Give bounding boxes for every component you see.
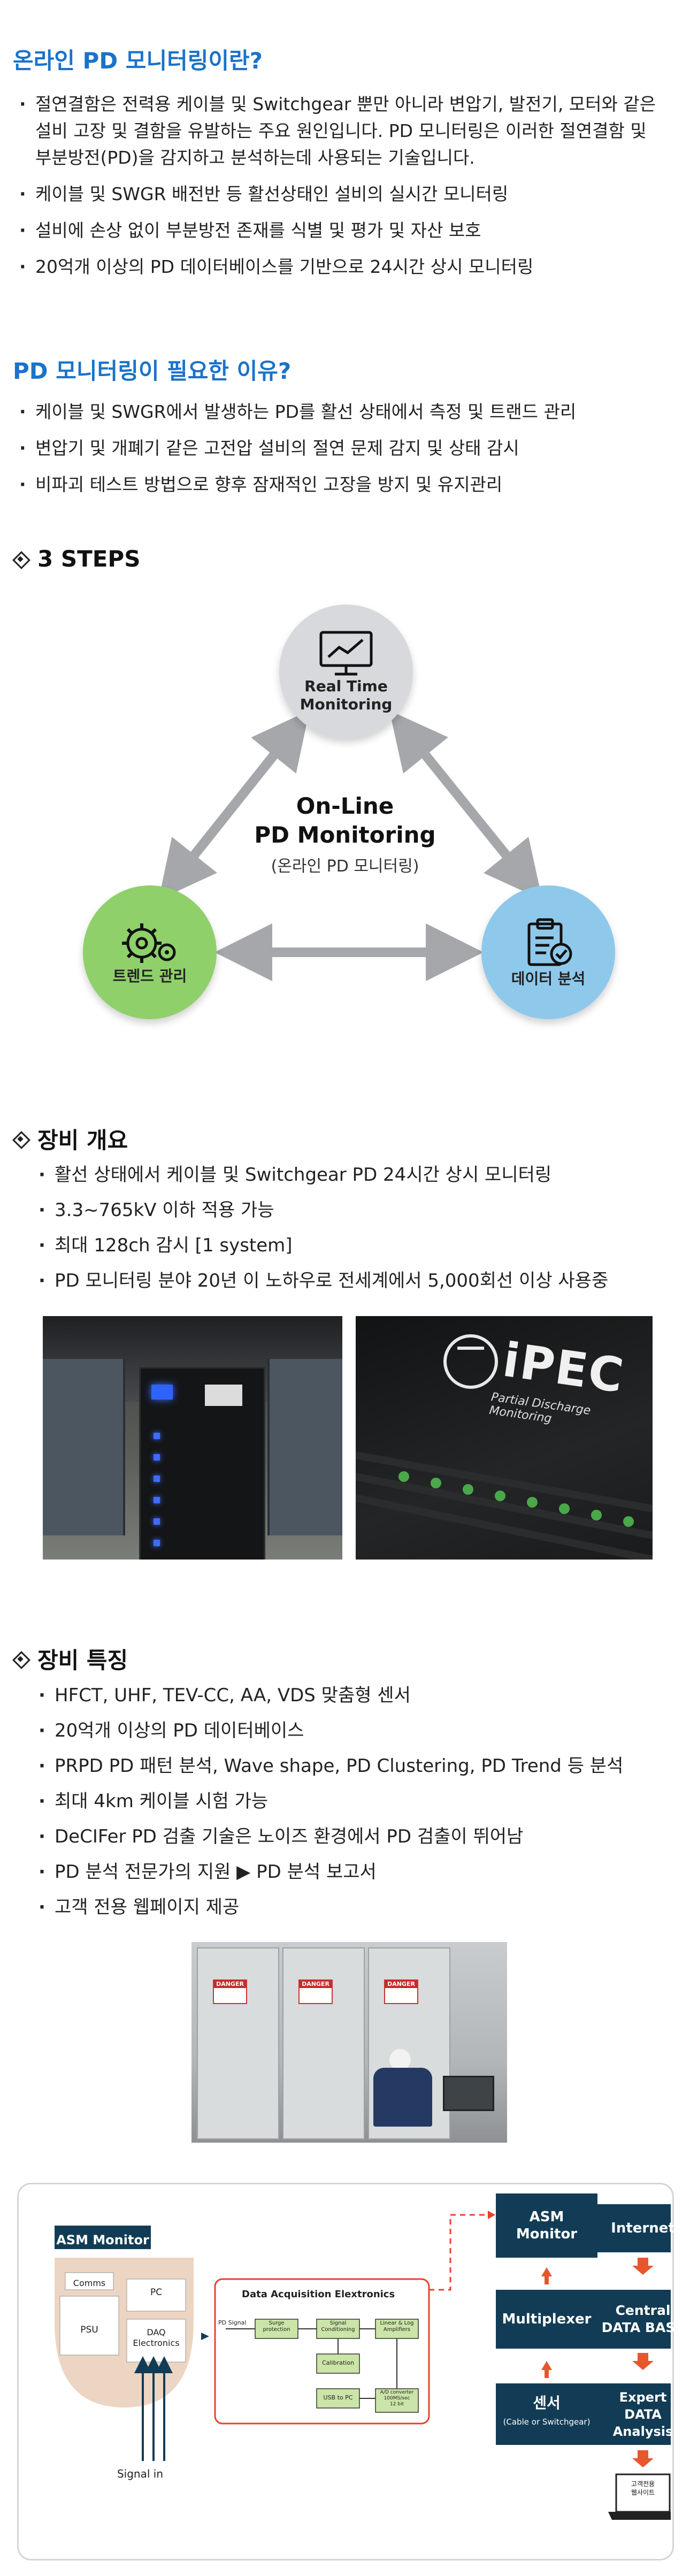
danger-sign: DANGER [385,1981,417,1988]
sensor-sub-label: (Cable or Switchgear) [503,2417,591,2427]
section2-bullet-list: 케이블 및 SWGR에서 발생하는 PD를 활선 상태에서 측정 및 트랜드 관… [19,399,677,508]
technician-helmet [389,2049,411,2070]
features-heading: 장비 특징 [13,1642,128,1675]
features-bullet-list: HFCT, UHF, TEV-CC, AA, VDS 맞춤형 센서 20억개 이… [39,1683,680,1930]
center-subtitle: (온라인 PD 모니터링) [271,857,419,876]
overview-bullet-list: 활선 상태에서 케이블 및 Switchgear PD 24시간 상시 모니터링… [39,1162,680,1303]
signal-conditioning-label: Signal Conditioning [321,2320,355,2333]
daq-box [214,2278,430,2425]
overview-heading-text: 장비 개요 [37,1127,128,1153]
panel-sensor: 센서 (Cable or Switchgear) [496,2391,597,2427]
danger-sign: DANGER [300,1981,332,1988]
photo-ipec-cables: iPEC Partial Discharge Monitoring [356,1316,653,1560]
usb-to-pc-label: USB to PC [323,2394,353,2401]
panel-central-database: Central DATA BASE [601,2303,685,2335]
comms-label: Comms [73,2278,106,2288]
step-data-analysis: 데이터 분석 [481,885,615,1019]
list-item: PD 분석 전문가의 지원 ▶ PD 분석 보고서 [39,1859,680,1885]
list-item: 비파괴 테스트 방법으로 향후 잠재적인 고장을 방지 및 유지관리 [19,471,677,498]
list-item: 최대 128ch 감시 [1 system] [39,1233,680,1258]
step-label: 데이터 분석 [511,970,586,988]
signal-in-label: Signal in [117,2467,164,2480]
system-diagram [55,2193,671,2520]
list-item: PD 모니터링 분야 20년 이 노하우로 전세계에서 5,000회선 이상 사… [39,1268,680,1294]
list-item: HFCT, UHF, TEV-CC, AA, VDS 맞춤형 센서 [39,1683,680,1708]
amplifiers-label: Linear & Log Amplifiers [380,2320,414,2333]
list-item: PRPD PD 패턴 분석, Wave shape, PD Clustering… [39,1753,680,1779]
asm-monitor-title-bar [55,2226,151,2249]
pd-signal-label: PD Signal [218,2319,247,2326]
list-item: 활선 상태에서 케이블 및 Switchgear PD 24시간 상시 모니터링 [39,1162,680,1188]
pc-label: PC [150,2287,163,2298]
diamond-bullet-icon [13,1652,28,1667]
section-title-why-pd: PD 모니터링이 필요한 이유? [13,358,292,384]
technician-body [373,2068,432,2127]
steps-arrows [158,710,542,981]
sensor-label: 센서 [533,2394,561,2412]
daq-electronics-label: DAQ Electronics [133,2327,180,2348]
overview-heading: 장비 개요 [13,1122,128,1155]
step-realtime-monitoring: Real Time Monitoring [279,605,413,738]
asm-monitor-title: ASM Monitor [56,2233,149,2248]
adc-label: A/D converter 100MS/sec 12 bit [380,2390,414,2407]
step-label: Real Time Monitoring [300,677,393,713]
arrow-top-left [158,710,310,900]
section1-bullet-list: 절연결함은 전력용 케이블 및 Switchgear 뿐만 아니라 변압기, 발… [19,91,677,290]
list-item: 케이블 및 SWGR에서 발생하는 PD를 활선 상태에서 측정 및 트랜드 관… [19,399,677,425]
psu-label: PSU [80,2325,98,2335]
panel-internet: Internet [611,2220,675,2236]
test-laptop [443,2076,494,2111]
panel-expert-analysis: Expert DATA Analysis [612,2389,673,2439]
customer-website-label: 고객전용 웹사이트 [631,2480,655,2496]
calibration-label: Calibration [322,2359,354,2366]
panel-asm-monitor: ASM Monitor [516,2209,578,2242]
cabinet [139,1367,265,1560]
list-item: 최대 4km 케이블 시험 가능 [39,1788,680,1814]
list-item: DeCIFer PD 검출 기술은 노이즈 환경에서 PD 검출이 뛰어남 [39,1824,680,1849]
step-label: 트렌드 관리 [112,967,187,985]
features-heading-text: 장비 특징 [37,1647,128,1673]
photo-technician-switchgear: DANGER DANGER DANGER [191,1942,507,2143]
gears-icon [122,923,176,963]
surge-protection-label: Surge protection [263,2320,290,2333]
photo-monitoring-cabinet [43,1316,342,1560]
step-trend-management: 트렌드 관리 [83,885,217,1019]
center-title: On-Line PD Monitoring [254,793,436,848]
diamond-bullet-icon [13,1132,28,1146]
ipec-panel-illustration [356,1334,653,1560]
diamond-bullet-icon [13,552,28,567]
clipboard-check-icon [527,918,572,966]
arrow-top-right [389,710,542,900]
list-item: 변압기 및 개폐기 같은 고전압 설비의 절연 문제 감지 및 상태 감시 [19,435,677,462]
list-item: 케이블 및 SWGR 배전반 등 활선상태인 설비의 실시간 모니터링 [19,181,677,208]
daq-box-title: Data Acquisition Elextronics [242,2289,395,2300]
list-item: 설비에 손상 없이 부분방전 존재를 식별 및 평가 및 자산 보호 [19,217,677,244]
list-item: 절연결함은 전력용 케이블 및 Switchgear 뿐만 아니라 변압기, 발… [19,91,666,171]
list-item: 20억개 이상의 PD 데이터베이스 [39,1718,680,1744]
list-item: 고객 전용 웹페이지 제공 [39,1894,680,1920]
steps-heading: 3 STEPS [13,546,140,572]
steps-heading-text: 3 STEPS [37,546,141,572]
monitor-chart-icon [319,631,373,676]
panel-multiplexer: Multiplexer [502,2311,592,2327]
laptop-icon [615,2473,671,2513]
steps-center-label: On-Line PD Monitoring (온라인 PD 모니터링) [238,792,452,876]
list-item: 3.3~765kV 이하 적용 가능 [39,1197,680,1223]
danger-sign: DANGER [214,1981,246,1988]
section-title-what-is-pd: 온라인 PD 모니터링이란? [13,48,263,74]
list-item: 20억개 이상의 PD 데이터베이스를 기반으로 24시간 상시 모니터링 [19,254,677,280]
